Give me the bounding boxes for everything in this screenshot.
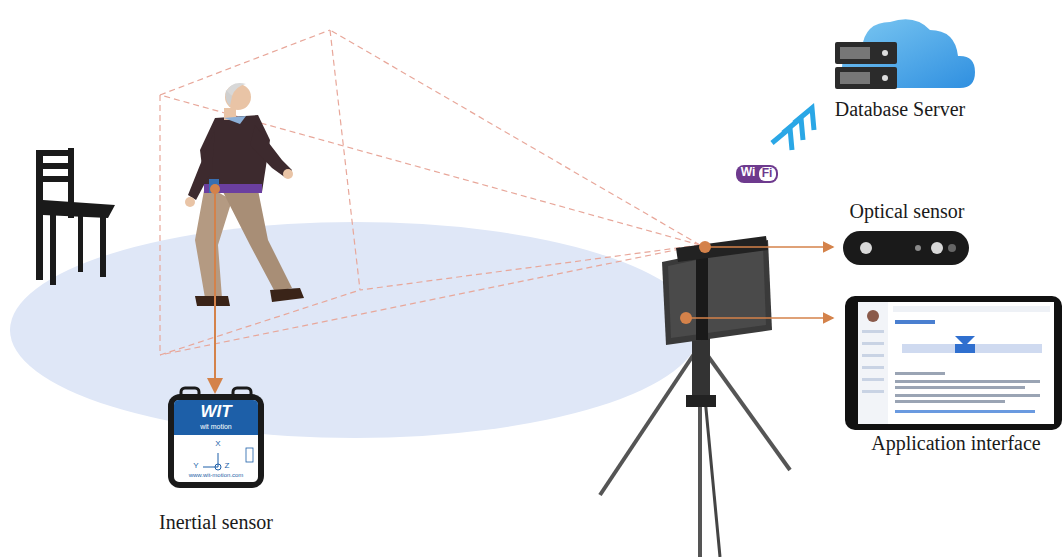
axis-label: Y bbox=[193, 462, 198, 471]
brand-text: wit motion bbox=[200, 423, 232, 431]
axis-label: Z bbox=[225, 462, 230, 471]
leader-line bbox=[686, 317, 833, 319]
inertial-sensor bbox=[168, 388, 264, 488]
caption-label: Application interface bbox=[871, 432, 1040, 454]
walking-man bbox=[185, 83, 304, 306]
brand-logo: WIT bbox=[200, 403, 231, 422]
caption-label: Database Server bbox=[835, 98, 966, 120]
wifi-badge bbox=[736, 165, 778, 183]
database-server bbox=[835, 19, 975, 89]
leader-line bbox=[214, 189, 216, 392]
axis-label: X bbox=[215, 440, 220, 449]
chair bbox=[36, 148, 115, 285]
leader-line bbox=[705, 246, 833, 248]
tablet-on-tripod bbox=[662, 236, 772, 345]
signal-arrows bbox=[772, 108, 814, 150]
caption-label: Inertial sensor bbox=[159, 511, 273, 533]
floor-area bbox=[10, 222, 700, 438]
caption-label: Optical sensor bbox=[850, 200, 965, 222]
url-text: www.wit-motion.com bbox=[189, 472, 244, 479]
wifi-text: Wi bbox=[741, 166, 756, 179]
wifi-text: Fi bbox=[762, 167, 773, 180]
field-of-view bbox=[160, 30, 700, 355]
wifi-badge bbox=[759, 167, 776, 181]
optical-sensor-icon bbox=[843, 231, 969, 265]
application-tablet bbox=[845, 296, 1062, 430]
tripod bbox=[600, 330, 790, 557]
